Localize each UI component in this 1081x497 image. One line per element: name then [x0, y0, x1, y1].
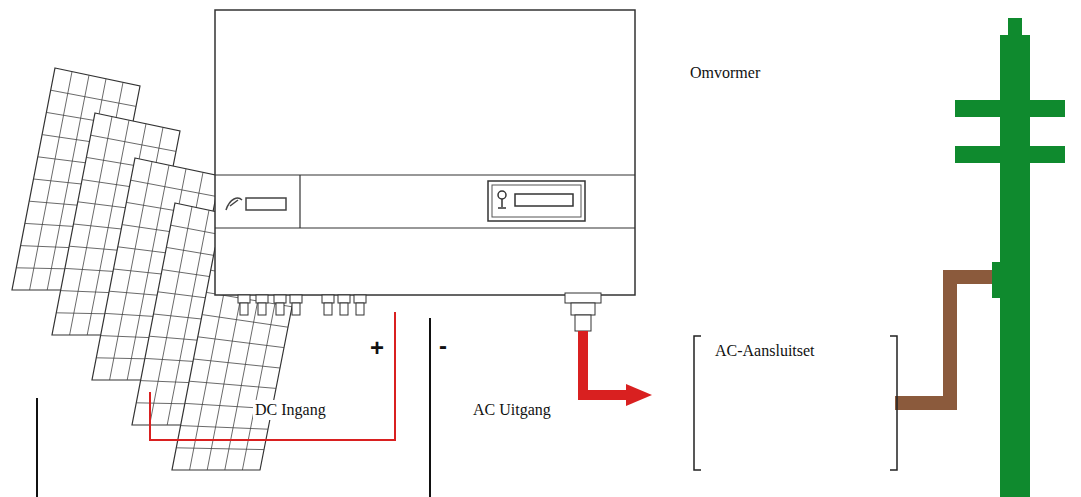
grid-cable — [895, 277, 1002, 403]
dc-minus-wire — [429, 318, 431, 497]
ac-arrow — [626, 384, 652, 406]
node-text: AC-Aansluitset — [715, 341, 815, 361]
ac-wire — [583, 345, 628, 395]
part-label: DC Ingang — [253, 400, 328, 420]
dc-plus-wire — [150, 312, 395, 440]
grid-pylon — [955, 18, 1065, 497]
part-label: AC Uitgang — [471, 400, 553, 420]
bracket-box: AC-Aansluitset — [693, 335, 898, 471]
inverter — [215, 10, 635, 331]
polarity-sign: + — [368, 338, 386, 358]
dc-minus-wire — [36, 398, 38, 497]
part-label: Omvormer — [688, 63, 762, 83]
polarity-sign: - — [437, 336, 449, 356]
